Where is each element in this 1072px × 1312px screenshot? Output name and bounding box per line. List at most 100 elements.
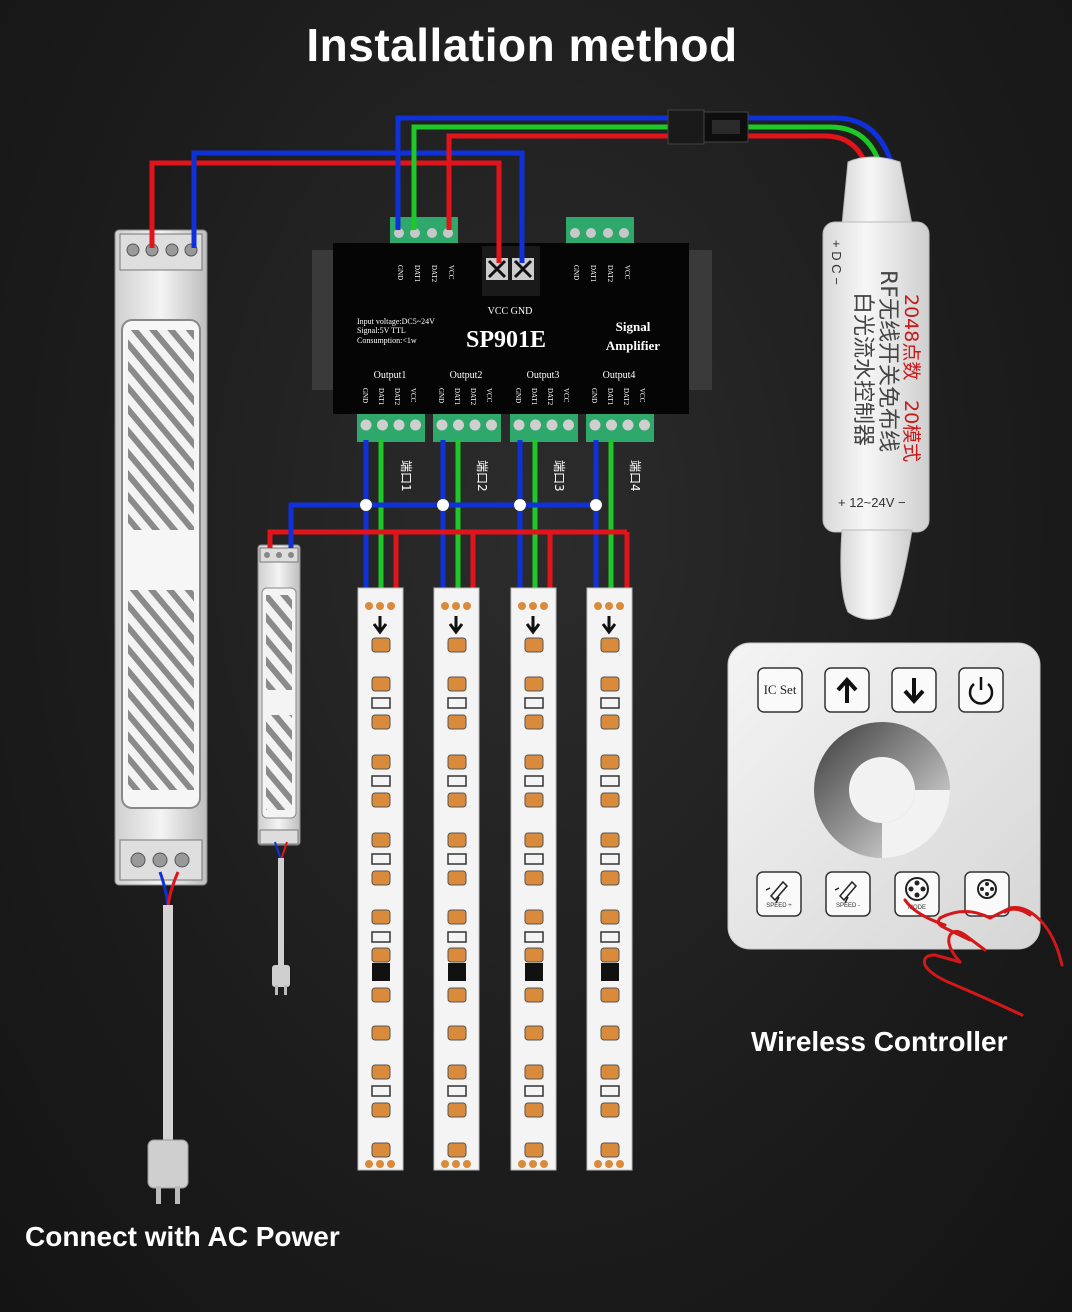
wireless-controller-caption: Wireless Controller [751, 1026, 1008, 1057]
resistor [524, 853, 544, 865]
resistor [447, 697, 467, 709]
output-pin-label: VCC [409, 388, 417, 403]
output-pin-label: GND [437, 388, 445, 403]
output-pin-label: DAT1 [377, 388, 385, 406]
resistor [600, 775, 620, 787]
output-port-label: 端口3 [552, 460, 566, 492]
rf-label-points: 2048点数 [900, 294, 922, 380]
arrow-down-icon [903, 678, 925, 704]
speed-minus-button[interactable] [825, 871, 871, 917]
led-chip [600, 987, 620, 1003]
solder-pad [605, 1160, 613, 1168]
resistor [447, 775, 467, 787]
led-chip [600, 909, 620, 925]
jst-connector [667, 109, 749, 145]
solder-pad [518, 1160, 526, 1168]
led-chip [447, 1142, 467, 1158]
led-strips [357, 587, 633, 1171]
resistor [600, 1085, 620, 1097]
solder-pad [616, 1160, 624, 1168]
rf-controller [822, 156, 930, 620]
rf-label-line2: RF无线开关免布线 [875, 270, 900, 452]
sp901e-signal-amplifier [312, 217, 712, 442]
terminal-screw [486, 419, 497, 431]
solder-pad [529, 602, 537, 610]
solder-pad [594, 602, 602, 610]
led-chip [371, 792, 391, 808]
output-pin-label: VCC [562, 388, 570, 403]
led-chip [600, 676, 620, 692]
resistor [600, 853, 620, 865]
led-chip [371, 870, 391, 886]
wire-junctions [360, 499, 602, 511]
terminal-screw [606, 419, 617, 431]
terminal-screw [410, 419, 421, 431]
led-chip [371, 676, 391, 692]
resistor [524, 775, 544, 787]
output-port-label: 端口1 [399, 460, 413, 492]
terminal-screw [513, 419, 525, 431]
terminal-screw [546, 419, 558, 431]
led-chip [524, 792, 544, 808]
speed-minus-label: SPEED - [836, 903, 860, 909]
resistor [524, 931, 544, 943]
solder-pad [452, 602, 460, 610]
led-chip [524, 1025, 544, 1041]
solder-pad [463, 1160, 471, 1168]
color-ring-wheel[interactable] [814, 722, 950, 858]
output-label: Output3 [527, 370, 560, 381]
spec-voltage: Input voltage:DC5~24V [357, 317, 435, 326]
rocket-icon [834, 880, 858, 904]
ic-chip [372, 963, 390, 981]
led-chip [447, 1025, 467, 1041]
led-chip [524, 676, 544, 692]
output-pin-label: DAT2 [393, 388, 401, 406]
page-title: Installation method [306, 19, 738, 71]
terminal-screw [393, 419, 405, 431]
led-chip [600, 1064, 620, 1080]
led-chip [524, 714, 544, 730]
led-chip [371, 1142, 391, 1158]
led-chip [600, 754, 620, 770]
terminal-screw [589, 419, 601, 431]
led-chip [524, 1102, 544, 1118]
resistor [447, 853, 467, 865]
solder-pad [518, 602, 526, 610]
resistor [371, 931, 391, 943]
led-chip [600, 637, 620, 653]
psu-input-terminal [130, 852, 190, 868]
rf-voltage: + 12~24V − [838, 495, 906, 510]
ac-power-caption: Connect with AC Power [25, 1221, 340, 1252]
led-chip [524, 1142, 544, 1158]
pointing-hand-icon [903, 898, 1064, 1017]
output-pin-label: DAT1 [530, 388, 538, 406]
led-chip [524, 909, 544, 925]
speed-plus-button[interactable] [756, 871, 802, 917]
input-pin-label: DAT1 [413, 265, 421, 283]
output-port-label: 端口4 [628, 460, 642, 492]
terminal-screw [469, 419, 481, 431]
film-reel-icon [905, 877, 929, 901]
solder-pad [616, 602, 624, 610]
solder-pad [387, 602, 395, 610]
led-chip [600, 792, 620, 808]
terminal-screw [622, 419, 634, 431]
spec-consumption: Consumption:<1w [357, 336, 417, 345]
wiring [149, 115, 895, 590]
film-reel-icon [977, 879, 997, 899]
led-chip [600, 1025, 620, 1041]
led-chip [524, 1064, 544, 1080]
ic-set-button[interactable] [757, 667, 803, 713]
solder-pad [365, 602, 373, 610]
input-pin-label: VCC [623, 265, 631, 280]
output-pin-label: DAT1 [606, 388, 614, 406]
output-pin-label: GND [514, 388, 522, 403]
rocket-icon [765, 880, 789, 904]
led-chip [600, 870, 620, 886]
rf-top-pins: + D C − [829, 240, 844, 285]
input-pin-label: VCC [447, 265, 455, 280]
power-icon [968, 677, 994, 705]
led-chip [371, 714, 391, 730]
mode-label: MODE [908, 905, 926, 911]
